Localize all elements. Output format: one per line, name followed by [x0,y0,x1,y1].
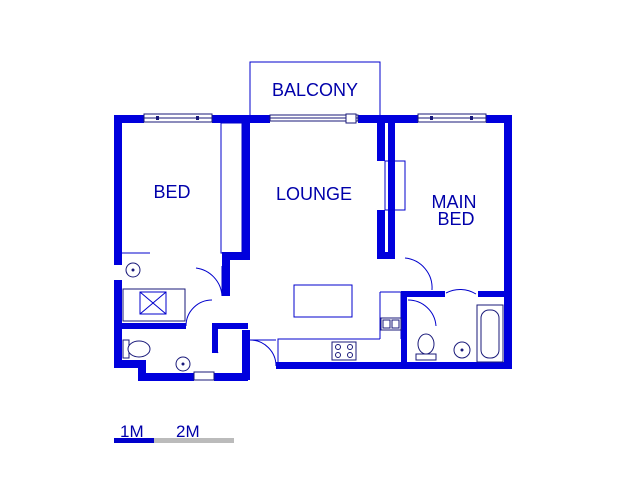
window-icon [143,113,487,381]
room-label-balcony: BALCONY [272,80,358,100]
wardrobe [122,122,406,254]
kitchen [277,284,402,362]
toilet-icon [122,333,437,361]
scale-label-2m: 2M [176,422,200,441]
bathtub-icon [476,304,504,363]
room-label-bed: BED [153,182,190,202]
balcony-area [249,61,381,116]
scale-label-1m: 1M [120,422,144,441]
shower-icon [122,288,186,322]
room-label-main-bed-line1: MAIN [432,192,477,212]
stove-icon [331,341,357,361]
scale-bar [114,438,234,443]
sink-icon [380,317,402,331]
room-label-main-bed-line2: BED [437,209,474,229]
door-swing-icon [185,257,477,367]
room-label-lounge: LOUNGE [276,184,352,204]
basin-icon [125,262,471,372]
walls [114,115,512,381]
